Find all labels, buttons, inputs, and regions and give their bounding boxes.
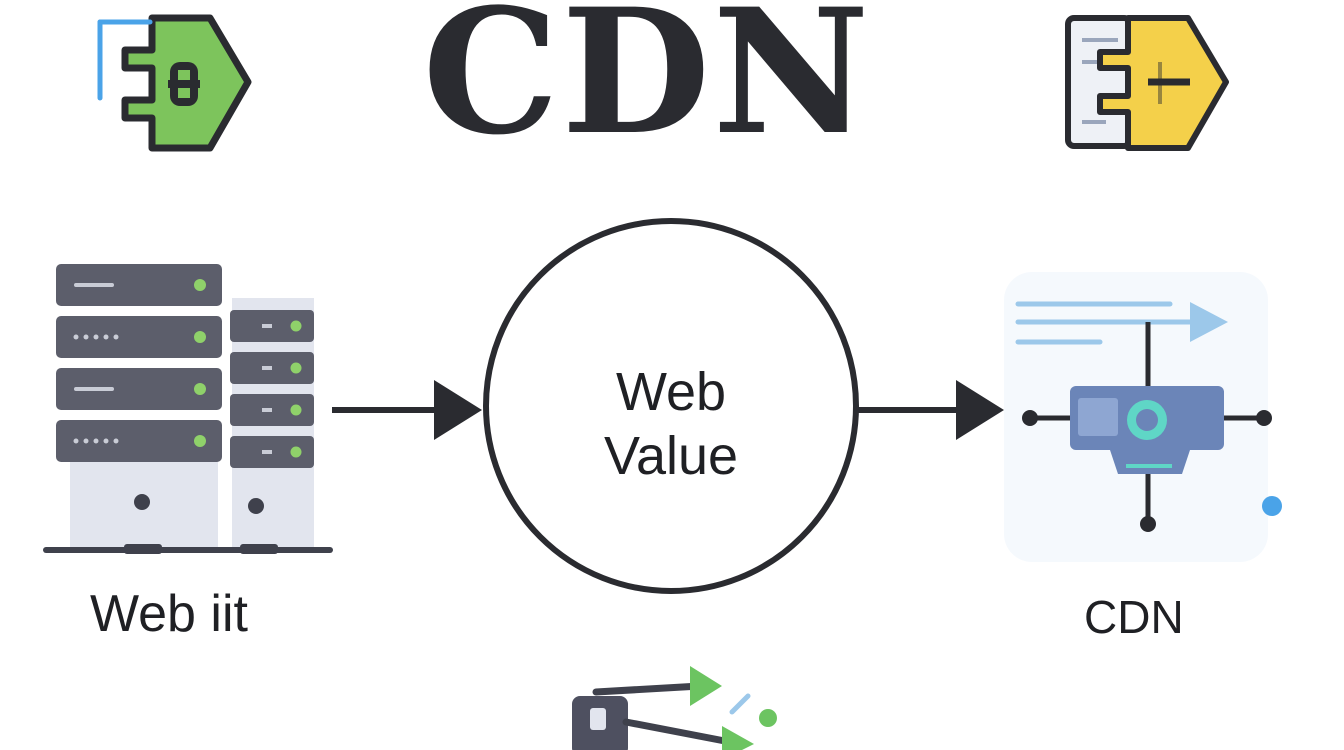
web-value-label: Web Value [486,360,856,488]
origin-label: Web iit [90,585,248,643]
shield-plug-green-icon [97,14,252,152]
cdn-network-icon [1004,272,1282,562]
web-value-line2: Value [603,426,739,486]
server-rack-icon [43,264,333,554]
network-route-icon [572,666,777,750]
web-value-node [483,218,859,594]
shield-plug-yellow-icon [1065,15,1229,151]
cdn-label: CDN [1084,591,1184,643]
web-value-line1: Web [615,362,727,422]
diagram-title: CDN [422,0,872,173]
